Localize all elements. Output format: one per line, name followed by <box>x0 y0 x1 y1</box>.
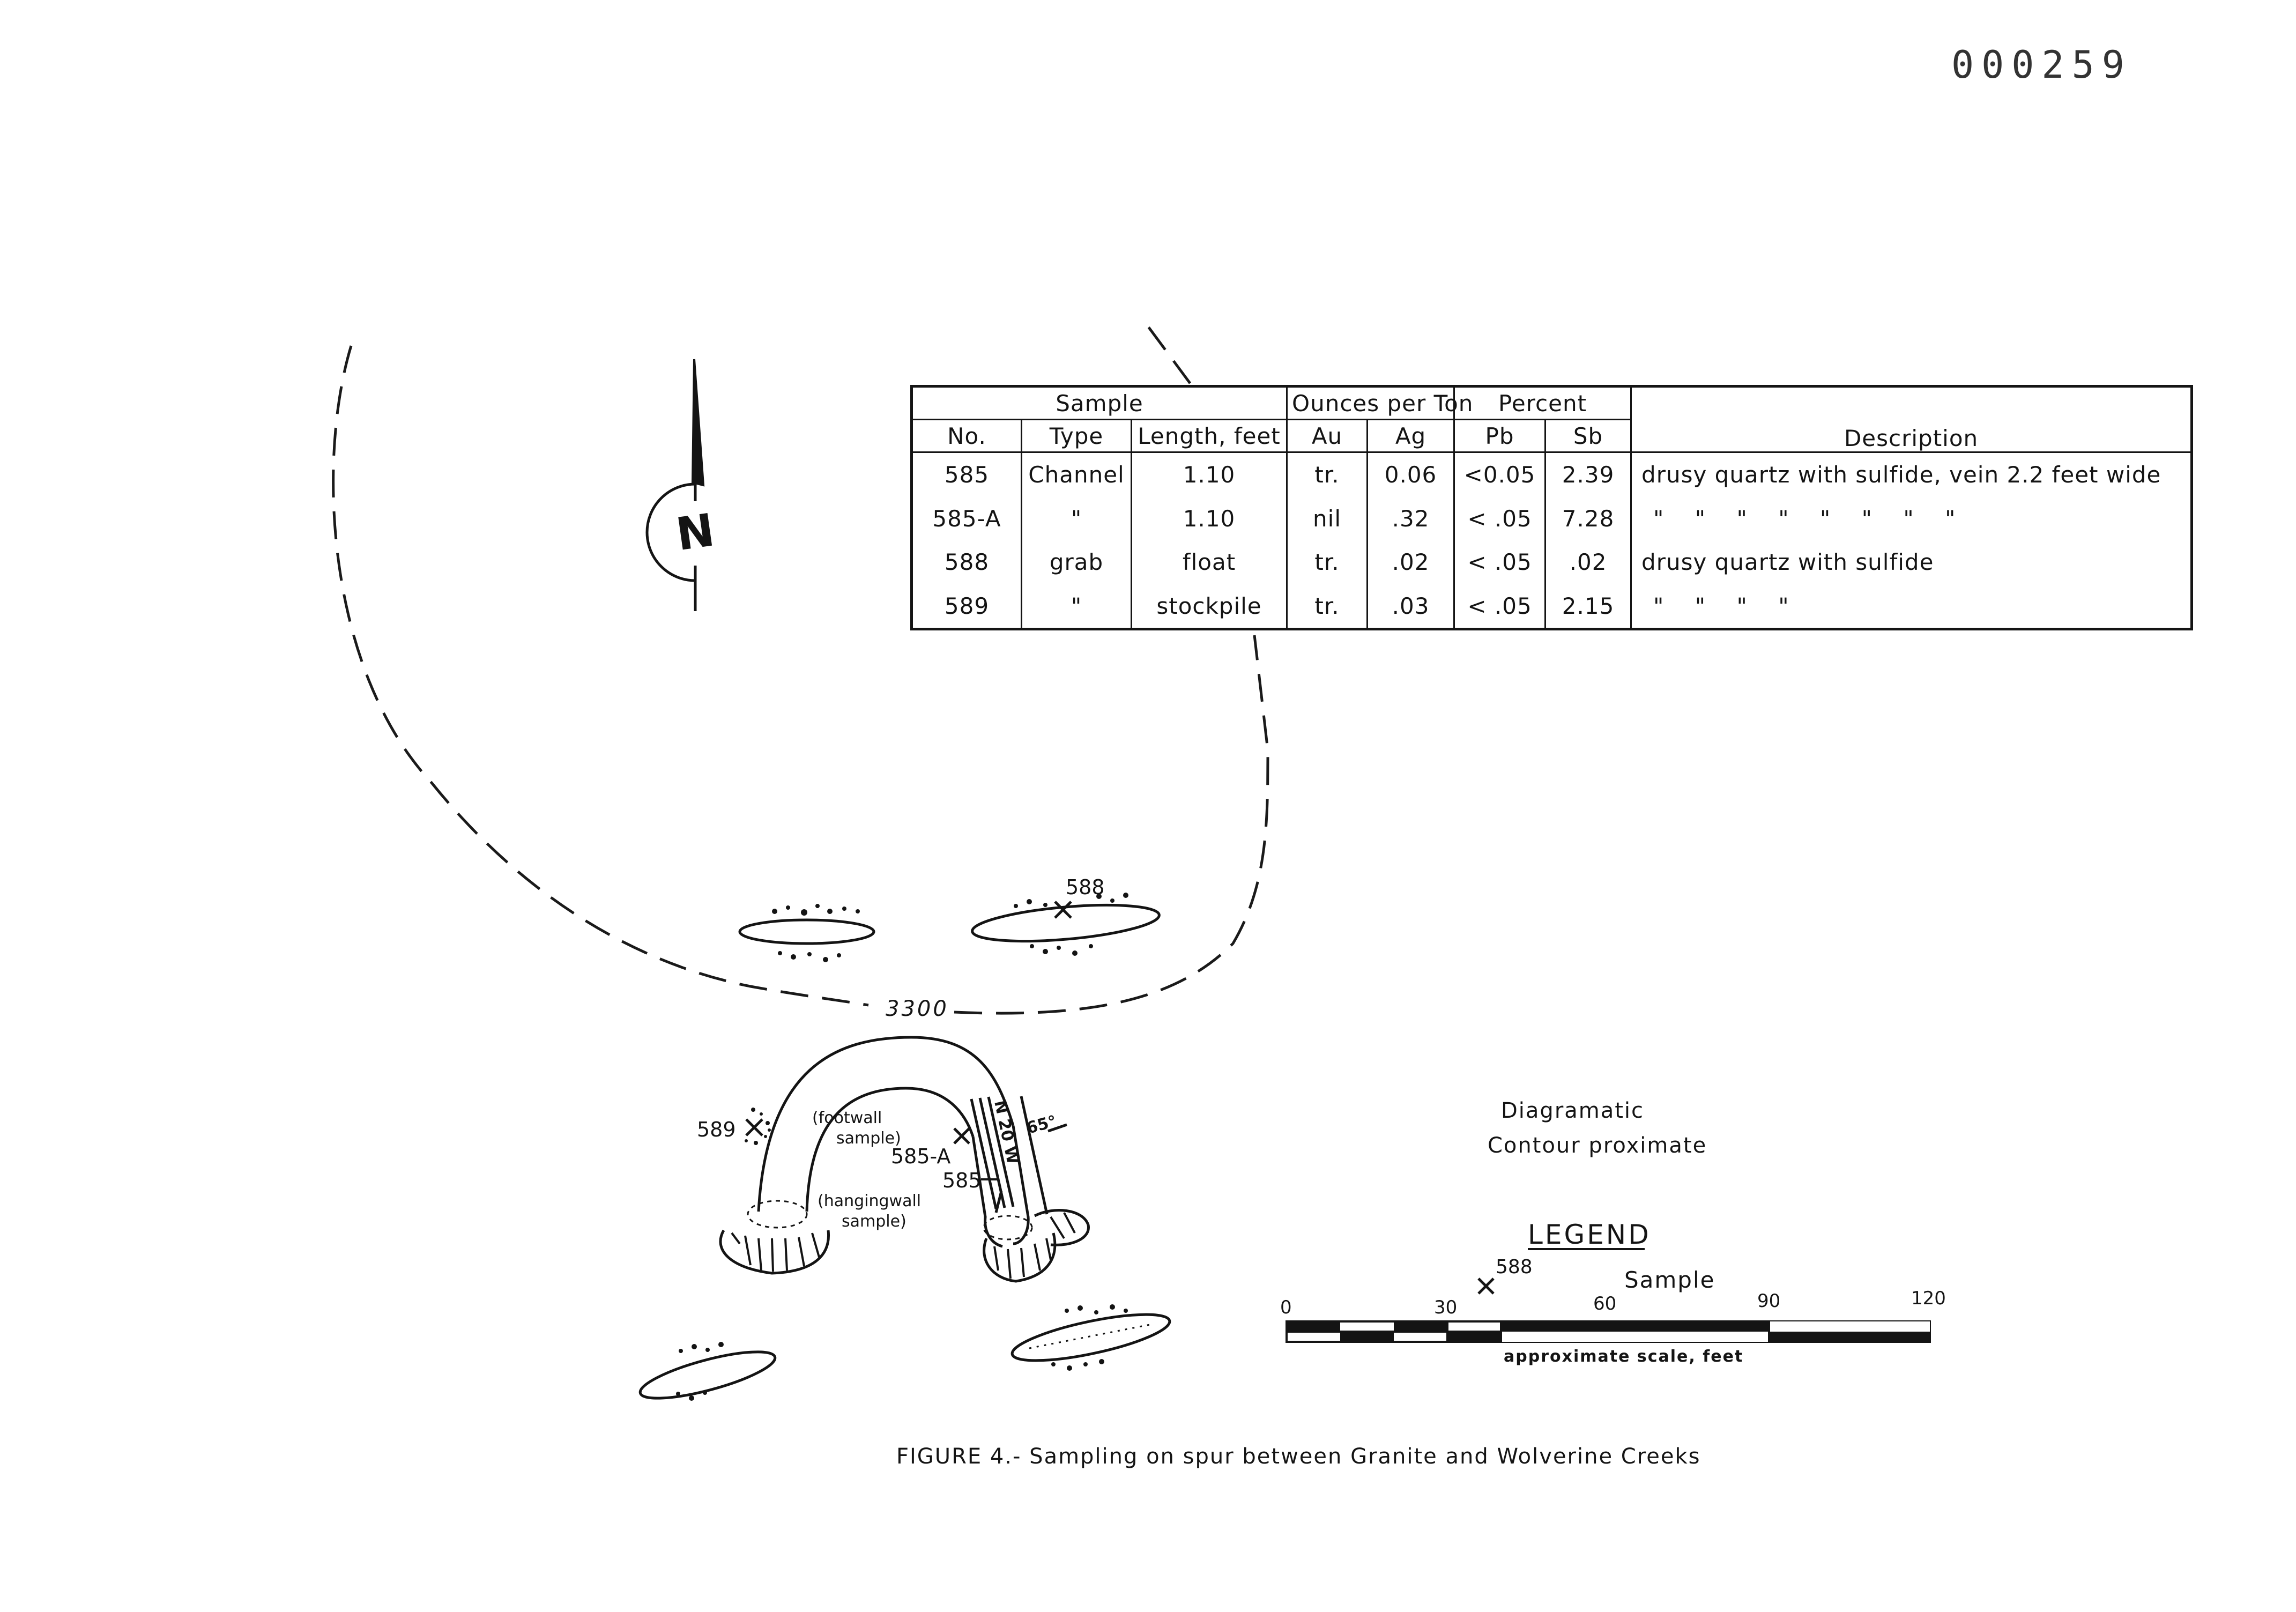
cell-length: 1.10 <box>1130 496 1288 540</box>
col-sb: Sb <box>1544 419 1632 453</box>
cell-ag: 0.06 <box>1366 451 1455 497</box>
cell-description: drusy quartz with sulfide <box>1630 540 2193 584</box>
label-585: 585 <box>942 1169 982 1192</box>
cell-pb: < .05 <box>1453 540 1547 584</box>
cell-type: " <box>1021 584 1132 629</box>
cell-sb: 7.28 <box>1544 496 1632 540</box>
vein-585 <box>970 1096 1067 1215</box>
cell-au: tr. <box>1286 540 1369 584</box>
spoil-589 <box>745 1108 771 1145</box>
sample-trench <box>719 1036 1090 1283</box>
label-588: 588 <box>1066 875 1105 899</box>
cell-sb: 2.15 <box>1544 584 1632 629</box>
cell-pb: <0.05 <box>1453 451 1547 497</box>
cell-description: drusy quartz with sulfide, vein 2.2 feet… <box>1630 451 2193 497</box>
label-589: 589 <box>697 1118 736 1141</box>
cell-au: nil <box>1286 496 1369 540</box>
page-number: 000259 <box>1951 43 2132 87</box>
scale-tick: 60 <box>1593 1293 1616 1314</box>
legend-sample-mark <box>1477 1277 1495 1295</box>
contour-line-3300 <box>332 321 1269 1015</box>
col-pb: Pb <box>1453 419 1547 453</box>
header-ounces-per-ton: Ounces per Ton <box>1286 385 1473 420</box>
cell-no: 588 <box>911 540 1022 584</box>
header-percent: Percent <box>1453 385 1632 420</box>
north-label: N <box>673 503 717 561</box>
cell-no: 589 <box>911 584 1022 629</box>
col-length: Length, feet <box>1130 419 1288 453</box>
legend-title: LEGEND <box>1528 1219 1651 1250</box>
header-sample: Sample <box>910 385 1288 420</box>
scale-tick: 120 <box>1911 1288 1946 1309</box>
outcrop-lens-4 <box>1010 1304 1171 1371</box>
label-585a: 585-A <box>891 1145 950 1168</box>
scale-tick: 90 <box>1757 1290 1780 1312</box>
cell-length: 1.10 <box>1130 451 1288 497</box>
sample-mark-589 <box>745 1118 763 1136</box>
hangingwall-label-line1: (hangingwall <box>818 1192 921 1210</box>
sample-mark-585a <box>953 1127 970 1145</box>
strike-label: N 20 W <box>990 1098 1022 1165</box>
cell-ag: .03 <box>1366 584 1455 629</box>
legend-sample-number: 588 <box>1496 1256 1533 1278</box>
scale-ticks: 0 30 60 90 120 <box>1280 1288 1946 1318</box>
dip-label: 65° <box>1024 1112 1059 1138</box>
col-au: Au <box>1286 419 1369 453</box>
cell-ag: .02 <box>1366 540 1455 584</box>
table-row: 588 grab float tr. .02 < .05 .02 drusy q… <box>911 540 2193 584</box>
cell-pb: < .05 <box>1453 584 1547 629</box>
cell-type: grab <box>1021 540 1132 584</box>
scale-caption: approximate scale, feet <box>1504 1347 1743 1366</box>
note-contour: Contour proximate <box>1488 1133 1707 1158</box>
scale-bar <box>1286 1320 1931 1343</box>
col-ag: Ag <box>1366 419 1455 453</box>
cell-au: tr. <box>1286 584 1369 629</box>
cell-au: tr. <box>1286 451 1369 497</box>
cell-sb: 2.39 <box>1544 451 1632 497</box>
header-description: Description <box>1630 385 2193 453</box>
cell-length: float <box>1130 540 1288 584</box>
cell-type: Channel <box>1021 451 1132 497</box>
cell-pb: < .05 <box>1453 496 1547 540</box>
outcrop-lens-3 <box>638 1342 777 1401</box>
north-circle <box>645 482 696 582</box>
hangingwall-label-line2: sample) <box>842 1212 906 1231</box>
cell-length: stockpile <box>1130 584 1288 629</box>
legend-sample-label: Sample <box>1624 1267 1715 1293</box>
spoil-left-cap <box>747 1200 1033 1240</box>
col-type: Type <box>1021 419 1132 453</box>
footwall-label-line2: sample) <box>836 1129 901 1148</box>
col-no: No. <box>911 419 1022 453</box>
cell-description: " " " " " " " " <box>1630 496 2193 540</box>
table-column-header-row: No. Type Length, feet Au Ag Pb Sb <box>911 419 2192 453</box>
figure-caption: FIGURE 4.- Sampling on spur between Gran… <box>896 1444 1701 1469</box>
cell-type: " <box>1021 496 1132 540</box>
cell-no: 585-A <box>911 496 1022 540</box>
table-row: 589 " stockpile tr. .03 < .05 2.15 " " "… <box>911 584 2193 629</box>
cell-description: " " " " <box>1630 584 2193 629</box>
scale-tick: 30 <box>1434 1297 1457 1318</box>
scale-tick: 0 <box>1280 1297 1292 1318</box>
table-row: 585-A " 1.10 nil .32 < .05 7.28 " " " " … <box>911 496 2193 540</box>
sample-mark-588 <box>1054 901 1072 919</box>
cell-sb: .02 <box>1544 540 1632 584</box>
cell-no: 585 <box>911 451 1022 497</box>
cell-ag: .32 <box>1366 496 1455 540</box>
sample-assay-table: Sample Ounces per Ton Percent Descriptio… <box>910 385 2194 630</box>
footwall-label-line1: (footwall <box>812 1109 882 1127</box>
north-arrow: N <box>645 359 717 611</box>
contour-label: 3300 <box>886 997 949 1021</box>
outcrop-lens-1 <box>738 904 875 962</box>
table-group-header-row: Sample Ounces per Ton Percent Descriptio… <box>910 385 2193 453</box>
note-diagramatic: Diagramatic <box>1501 1098 1644 1123</box>
table-row: 585 Channel 1.10 tr. 0.06 <0.05 2.39 dru… <box>911 451 2193 497</box>
outcrop-lens-2 <box>971 893 1161 956</box>
